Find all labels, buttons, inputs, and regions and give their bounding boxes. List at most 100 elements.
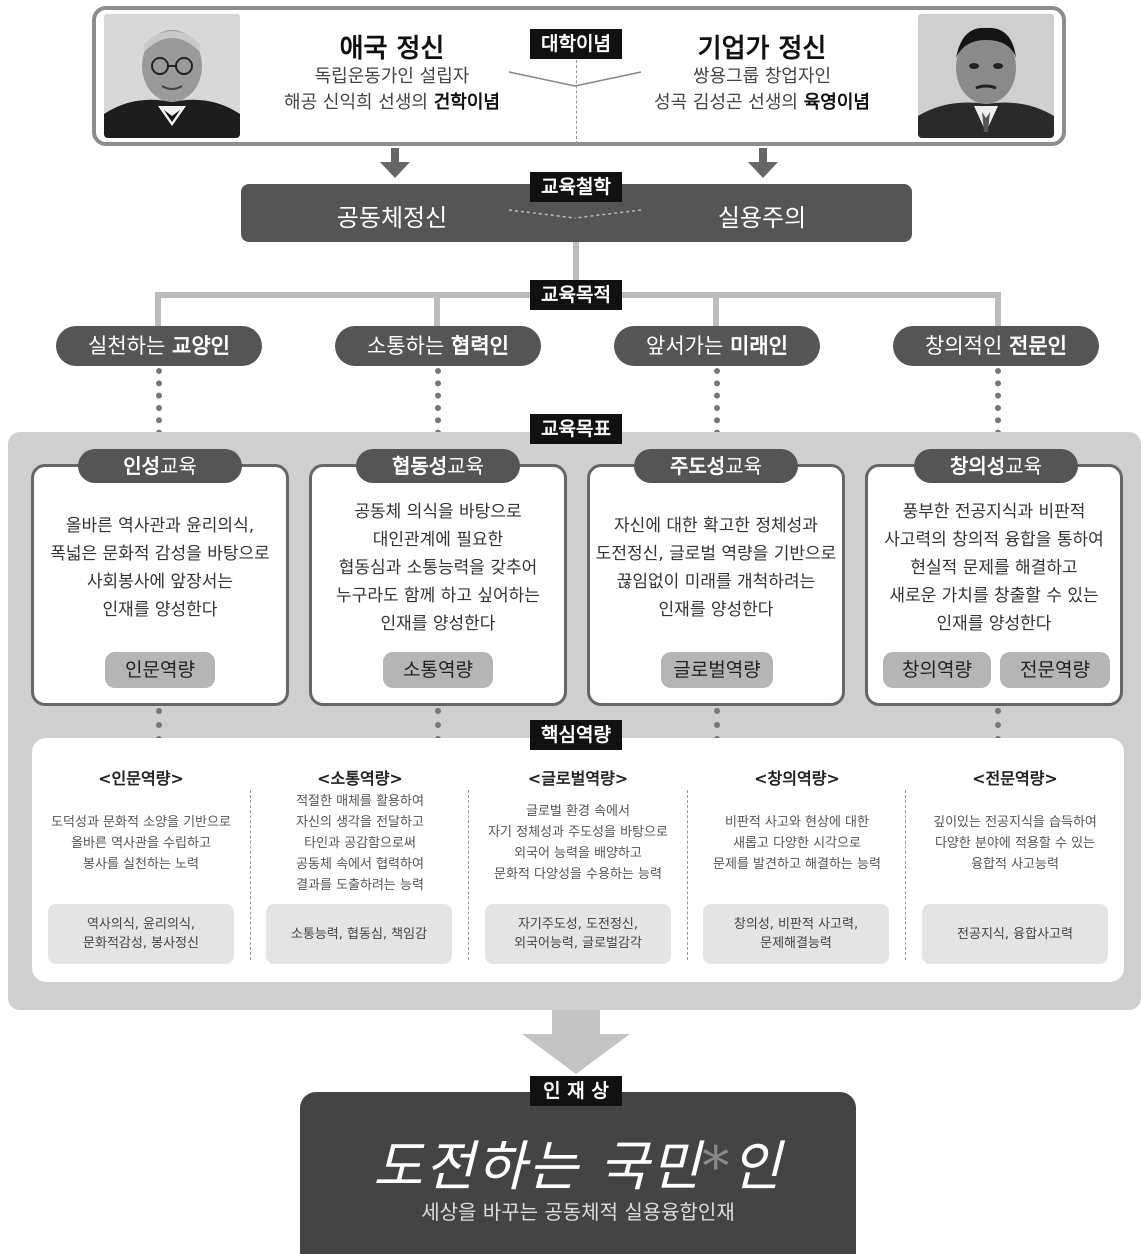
purpose-branch-2 [434,292,440,328]
core-1-desc-2: 올바른 역사관을 수립하고 [71,836,211,851]
ideal-subtitle: 세상을 바꾸는 공동체적 실용융합인재 [421,1200,735,1224]
goal-2-line-5: 인재를 양성한다 [380,614,496,634]
tag-core: 핵심역량 [530,720,622,750]
purpose-item-3: 앞서가는 미래인 [614,326,820,366]
goal-3-line-4: 인재를 양성한다 [658,600,774,620]
ideal-talent-box [300,1092,856,1254]
goal-2-line-4: 누구라도 함께 하고 싶어하는 [336,586,540,606]
core-1-kw-1: 역사의식, 윤리의식, [86,917,196,932]
goal-text-4: 풍부한 전공지식과 비판적 사고력의 창의적 융합을 통하여 현실적 문제를 해… [869,498,1119,638]
core-4-desc-2: 새롭고 다양한 시각으로 [733,836,861,851]
core-2-kw-1: 소통능력, 협동심, 책임감 [290,926,428,942]
core-title-2: <소통역량> [317,769,403,788]
dotted-connector-2 [435,368,441,448]
competency-pill-expertise: 전문역량 [1000,652,1110,688]
core-keywords-4: 창의성, 비판적 사고력,문제해결능력 [703,904,889,964]
core-5-kw-1: 전공지식, 융합사고력 [957,926,1073,942]
tag-purpose: 교육목적 [530,280,622,310]
core-separator-3 [687,790,688,960]
competency-pill-communication: 소통역량 [383,652,493,688]
goal-4-line-1: 풍부한 전공지식과 비판적 [902,502,1086,522]
tag-university-ideology: 대학이념 [530,29,622,59]
core-1-desc-3: 봉사를 실천하는 노력 [83,857,199,872]
big-arrow-down-icon [522,1010,630,1074]
core-desc-3: 글로벌 환경 속에서 자기 정체성과 주도성을 바탕으로 외국어 능력을 배양하… [473,801,683,885]
purpose-item-1-prefix: 실천하는 [88,334,172,358]
core-1-desc-1: 도덕성과 문화적 소양을 기반으로 [51,815,231,830]
core-desc-2: 적절한 매체를 활용하여 자신의 생각을 전달하고 타인과 공감함으로써 공동체… [255,791,465,896]
core-2-desc-5: 결과를 도출하려는 능력 [296,878,424,893]
purpose-item-4: 창의적인 전문인 [893,326,1099,366]
philosophy-connector [508,209,642,219]
goal-1-line-1: 올바른 역사관과 윤리의식, [65,516,255,536]
ideology-right-line2-bold: 육영이념 [803,92,870,113]
goal-text-2: 공동체 의식을 바탕으로 대인관계에 필요한 협동심과 소통능력을 갖추어 누구… [313,498,563,638]
goal-3-line-2: 도전정신, 글로벌 역량을 기반으로 [595,544,837,564]
core-3-desc-1: 글로벌 환경 속에서 [526,804,630,819]
purpose-item-4-prefix: 창의적인 [925,334,1009,358]
philosophy-right: 실용주의 [717,204,807,232]
ideology-right-line1: 쌍용그룹 창업자인 [692,66,832,87]
goal-1-line-4: 인재를 양성한다 [102,600,218,620]
core-4-kw-2: 문제해결능력 [760,936,832,951]
goal-4-line-4: 새로운 가치를 창출할 수 있는 [889,586,1099,606]
dotted-connector-1 [156,368,162,448]
competency-pill-global: 글로벌역량 [661,652,773,688]
ideology-left-line2-bold: 건학이념 [433,92,500,113]
tag-ideal: 인 재 상 [530,1076,622,1106]
core-4-desc-1: 비판적 사고와 현상에 대한 [725,815,869,830]
core-3-kw-2: 외국어능력, 글로벌감각 [514,936,642,951]
ideology-left-title: 애국 정신 [339,34,445,64]
purpose-branch-1 [155,292,161,328]
founder-portrait-left [104,14,240,138]
purpose-item-2: 소통하는 협력인 [335,326,541,366]
goal-head-2-bold: 협동성 [391,454,448,478]
top-center-divider [576,60,577,144]
core-desc-1: 도덕성과 문화적 소양을 기반으로 올바른 역사관을 수립하고 봉사를 실천하는… [36,812,246,875]
core-title-3: <글로벌역량> [527,769,629,788]
goal-head-4-suffix: 교육 [1005,454,1042,478]
core-4-desc-3: 문제를 발견하고 해결하는 능력 [713,857,881,872]
core-3-desc-4: 문화적 다양성을 수용하는 능력 [494,867,662,882]
ideology-left-line1: 독립운동가인 설립자 [314,66,470,87]
core-3-desc-3: 외국어 능력을 배양하고 [514,846,642,861]
purpose-item-3-bold: 미래인 [730,334,788,358]
ideology-right-line2-prefix: 성곡 김성곤 선생의 [654,92,804,113]
core-title-5: <전문역량> [972,769,1058,788]
goal-head-3-bold: 주도성 [669,454,726,478]
connector-philosophy-purpose [573,242,579,294]
goal-text-3: 자신에 대한 확고한 정체성과 도전정신, 글로벌 역량을 기반으로 끊임없이 … [591,512,841,624]
purpose-item-1: 실천하는 교양인 [56,326,262,366]
core-keywords-5: 전공지식, 융합사고력 [922,904,1108,964]
core-2-desc-1: 적절한 매체를 활용하여 [296,794,424,809]
dotted-connector-core-2 [435,708,441,742]
dotted-connector-3 [714,368,720,448]
dotted-connector-core-3 [714,708,720,742]
core-separator-4 [905,790,906,960]
purpose-branch-4 [995,292,1001,328]
goal-head-2-suffix: 교육 [447,454,484,478]
core-keywords-3: 자기주도성, 도전정신,외국어능력, 글로벌감각 [485,904,671,964]
goal-head-1: 인성교육 [78,449,242,483]
dotted-connector-core-4 [995,708,1001,742]
goal-4-line-5: 인재를 양성한다 [936,614,1052,634]
core-title-1: <인문역량> [98,769,184,788]
tag-philosophy: 교육철학 [530,172,622,202]
purpose-branch-3 [713,292,719,328]
core-desc-5: 깊이있는 전공지식을 습득하여 다양한 분야에 적용할 수 있는 융합적 사고능… [910,812,1120,875]
core-5-desc-3: 융합적 사고능력 [971,857,1059,872]
core-2-desc-2: 자신의 생각을 전달하고 [296,815,424,830]
core-5-desc-2: 다양한 분야에 적용할 수 있는 [934,836,1096,851]
goal-3-line-3: 끊임없이 미래를 개척하려는 [616,572,816,592]
ideology-right-title: 기업가 정신 [697,34,827,64]
purpose-item-4-bold: 전문인 [1009,334,1067,358]
goal-2-line-1: 공동체 의식을 바탕으로 [354,502,522,522]
goal-text-1: 올바른 역사관과 윤리의식, 폭넓은 문화적 감성을 바탕으로 사회봉사에 앞장… [35,512,285,624]
ideal-slogan-b: 인 [731,1135,783,1198]
goal-head-2: 협동성교육 [356,449,520,483]
goal-head-1-bold: 인성 [123,454,160,478]
arrow-down-left-icon [380,148,410,178]
tag-goals: 교육목표 [530,414,622,444]
arrow-down-right-icon [748,148,778,178]
core-desc-4: 비판적 사고와 현상에 대한 새롭고 다양한 시각으로 문제를 발견하고 해결하… [692,812,902,875]
